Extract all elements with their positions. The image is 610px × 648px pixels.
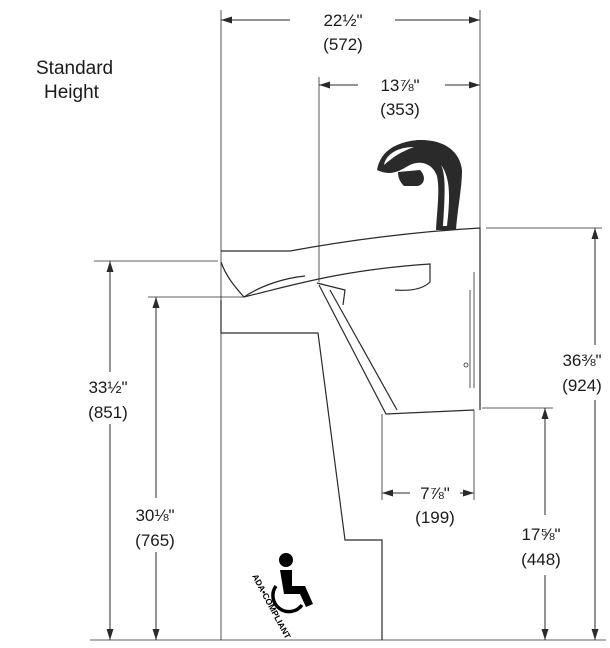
faucet bbox=[377, 139, 462, 230]
bottom-depth-metric: (199) bbox=[415, 508, 455, 527]
title-line-1: Standard bbox=[36, 58, 113, 79]
rim-height-metric: (851) bbox=[88, 403, 128, 422]
fixture-body bbox=[220, 227, 481, 640]
dim-rim-height: 33½" (851) bbox=[88, 261, 128, 640]
apron-height-metric: (448) bbox=[521, 550, 561, 569]
dim-overall-width: 22½" (572) bbox=[221, 11, 480, 54]
ada-badge: ADA•COMPLIANT bbox=[250, 553, 313, 641]
bottom-depth-imperial: 7⅞" bbox=[420, 484, 450, 503]
knee-height-imperial: 30⅛" bbox=[135, 506, 174, 525]
dim-basin-width: 13⅞" (353) bbox=[319, 76, 480, 119]
basin-height-imperial: 36⅜" bbox=[562, 351, 601, 370]
rim-height-imperial: 33½" bbox=[88, 378, 127, 397]
dim-knee-height: 30⅛" (765) bbox=[135, 297, 175, 640]
basin-width-imperial: 13⅞" bbox=[380, 76, 419, 95]
knee-height-metric: (765) bbox=[135, 531, 175, 550]
wheelchair-icon bbox=[271, 553, 313, 614]
basin-width-metric: (353) bbox=[380, 100, 420, 119]
title-line-2: Height bbox=[44, 82, 100, 103]
dim-basin-height: 36⅜" (924) bbox=[562, 228, 602, 640]
basin-height-metric: (924) bbox=[562, 376, 602, 395]
apron-height-imperial: 17⅝" bbox=[521, 525, 560, 544]
dim-apron-height: 17⅝" (448) bbox=[521, 408, 561, 640]
dim-bottom-depth: 7⅞" (199) bbox=[382, 484, 474, 527]
overall-width-metric: (572) bbox=[323, 35, 363, 54]
overall-width-imperial: 22½" bbox=[323, 11, 362, 30]
